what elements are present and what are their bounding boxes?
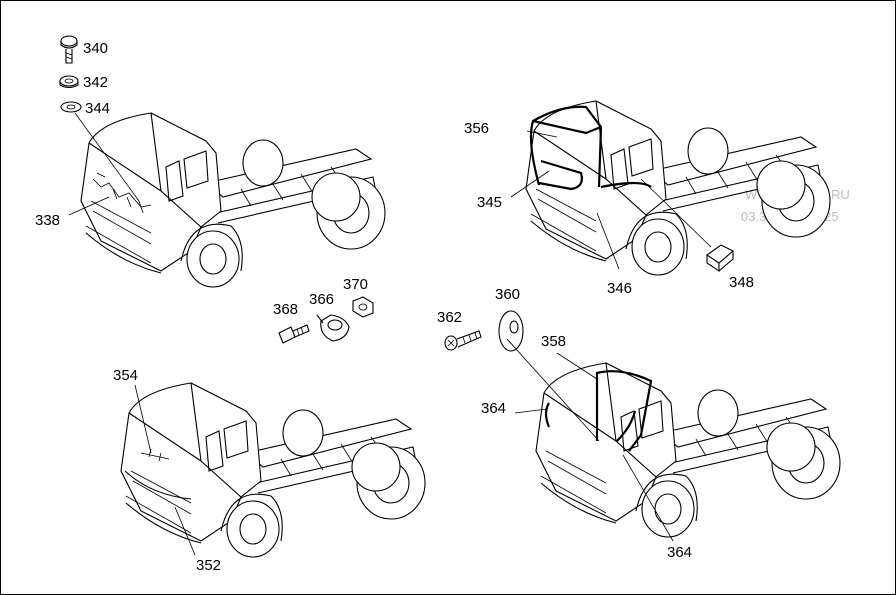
callout-340: 340 — [83, 40, 108, 57]
callout-362: 362 — [437, 309, 462, 326]
screw-340 — [60, 35, 78, 64]
callout-348: 348 — [729, 274, 754, 291]
harness-358 — [544, 370, 653, 452]
truck-bottom-left — [120, 382, 426, 558]
callout-342: 342 — [83, 74, 108, 91]
washer-344 — [60, 101, 82, 113]
bolt-368 — [278, 324, 310, 344]
callout-360: 360 — [495, 286, 520, 303]
callout-356: 356 — [464, 120, 489, 137]
callout-364-upper: 364 — [481, 400, 506, 417]
callout-366: 366 — [309, 291, 334, 308]
harness-356 — [529, 105, 652, 191]
callout-368: 368 — [273, 301, 298, 318]
callout-345: 345 — [477, 194, 502, 211]
callout-352: 352 — [196, 557, 221, 574]
callout-344: 344 — [85, 100, 110, 117]
grommet-360 — [498, 310, 524, 352]
callout-364-lower: 364 — [667, 544, 692, 561]
truck-top-left — [80, 112, 386, 288]
clip-366 — [316, 314, 350, 342]
callout-370: 370 — [343, 276, 368, 293]
callout-346: 346 — [607, 280, 632, 297]
callout-358: 358 — [541, 333, 566, 350]
truck-bottom-right — [535, 362, 841, 538]
lock-washer-342 — [59, 75, 79, 89]
nut-370 — [352, 296, 374, 318]
screw-362 — [444, 330, 482, 351]
callout-338: 338 — [35, 212, 60, 229]
switch-348 — [706, 244, 734, 273]
callout-354: 354 — [113, 367, 138, 384]
